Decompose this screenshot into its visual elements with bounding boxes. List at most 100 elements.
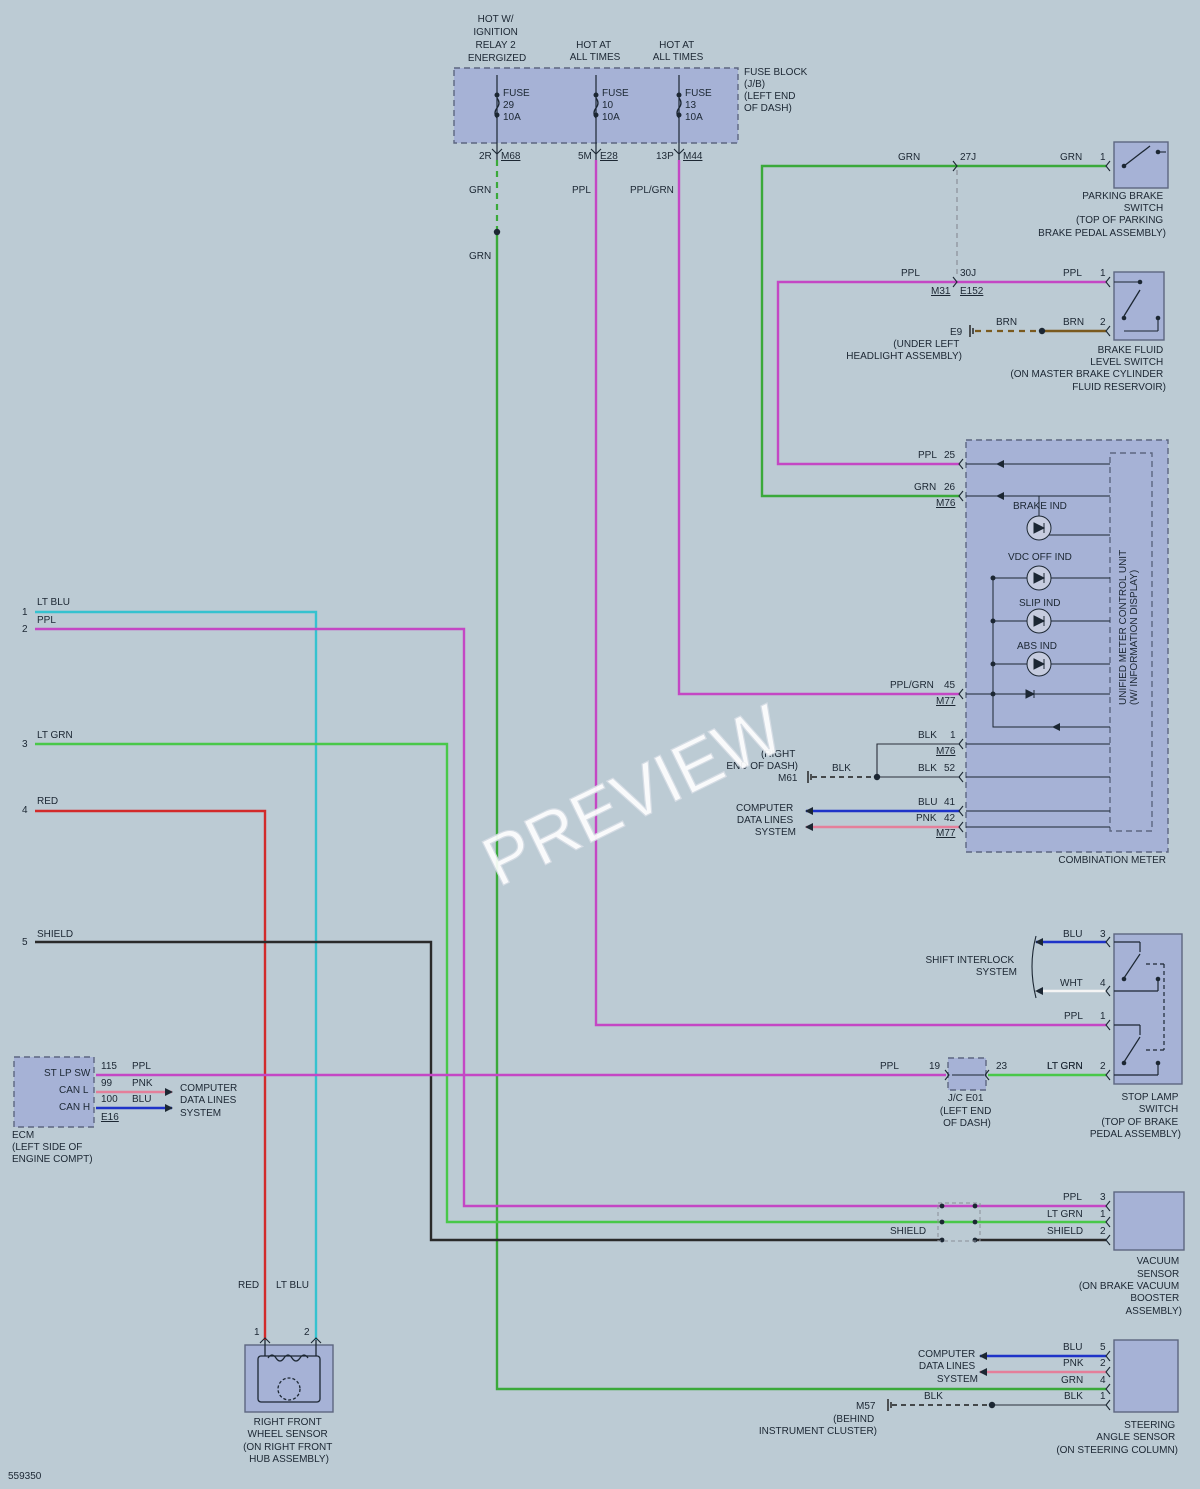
watermark: PREVIEW (471, 690, 795, 902)
label-pplgrn-fuse13: PPL/GRN (630, 185, 674, 196)
meter-pin1: 1 (950, 730, 956, 741)
fluid-brn1: BRN (996, 317, 1017, 328)
stop-pin2-wire: LT GRN (1047, 1061, 1083, 1072)
vac-pin1-wire: LT GRN (1047, 1209, 1083, 1220)
ecm-computer: COMPUTER DATA LINES SYSTEM (180, 1083, 240, 1119)
fuse-block: HOT W/ IGNITION RELAY 2 ENERGIZED HOT AT… (453, 14, 808, 162)
jc-wire-out: LT GRN (1047, 1061, 1083, 1072)
led-brake-ind-icon (1026, 515, 1052, 541)
meter-computer: COMPUTER DATA LINES SYSTEM (736, 803, 796, 838)
meter-pin41-wire: BLU (918, 797, 937, 808)
meter-pin45: 45 (944, 680, 956, 691)
fluid-conn-a: M31 (931, 286, 951, 297)
meter-unit-label: UNIFIED METER CONTROL UNIT (W/ INFORMATI… (1118, 547, 1140, 705)
wheel-sensor: RED LT BLU 1 2 RIGHT FRONT WHEEL SENSOR … (238, 1280, 335, 1465)
wheel-pin2: 2 (304, 1327, 310, 1338)
meter-pin41: 41 (944, 797, 956, 808)
vac-pin3-wire: PPL (1063, 1192, 1082, 1203)
ecm-row-2-wire: PNK (132, 1078, 153, 1089)
jc-pin-in: 19 (929, 1061, 941, 1072)
meter-pin45-conn: M77 (936, 696, 956, 707)
ecm-row-2-pin: 99 (101, 1078, 113, 1089)
meter-pin26-wire: GRN (914, 482, 936, 493)
meter-ind-vdc: VDC OFF IND (1008, 552, 1072, 563)
steer-pin4-wire: GRN (1061, 1375, 1083, 1386)
meter-pin25-wire: PPL (918, 450, 937, 461)
harness-wire-3: LT GRN (37, 730, 73, 741)
combination-meter: UNIFIED METER CONTROL UNIT (W/ INFORMATI… (726, 439, 1169, 866)
wheel-wire2: LT BLU (276, 1280, 309, 1291)
harness-num-2: 2 (22, 624, 28, 635)
wire-ppl-fuse10-stoplamp (594, 160, 1106, 1027)
vac-pin2-wire: SHIELD (1047, 1226, 1083, 1237)
vacuum-sensor: PPL 3 LT GRN 1 SHIELD 2 SHIELD VACUUM SE… (890, 1191, 1185, 1317)
wire-pplgrn-fuse13-meter (677, 160, 960, 696)
jc-wire-in: PPL (880, 1061, 899, 1072)
parking-splice: 27J (960, 152, 976, 163)
fluid-conn-b: E152 (960, 286, 984, 297)
meter-pin52: 52 (944, 763, 956, 774)
meter-pin45-wire: PPL/GRN (890, 680, 934, 691)
label-grn-fuse29: GRN (469, 185, 491, 196)
vacuum-label: VACUUM SENSOR (ON BRAKE VACUUM BOOSTER A… (1079, 1256, 1182, 1317)
steering-angle-sensor: COMPUTER DATA LINES SYSTEM BLU 5 PNK 2 G… (759, 1339, 1179, 1456)
fuse13-header: HOT AT ALL TIMES (653, 40, 704, 63)
shift-interlock: SHIFT INTERLOCK SYSTEM (926, 955, 1018, 978)
meter-ind-abs: ABS IND (1017, 641, 1057, 652)
fuse13-pin: 13P (656, 151, 674, 162)
fuse29-pin: 2R (479, 151, 492, 162)
ground-m57-icon (887, 1399, 892, 1411)
vac-shield-left: SHIELD (890, 1226, 926, 1237)
meter-ind-slip: SLIP IND (1019, 598, 1061, 609)
harness-num-3: 3 (22, 739, 28, 750)
stop-pin1-wire: PPL (1064, 1011, 1083, 1022)
vac-pin3: 3 (1100, 1192, 1106, 1203)
wire-grn-fuse29-steering (495, 232, 1106, 1391)
parking-wire-right: GRN (1060, 152, 1082, 163)
vac-pin1: 1 (1100, 1209, 1106, 1220)
ecm-row-3-wire: BLU (132, 1094, 151, 1105)
wire-grn-parking-meter (760, 164, 1106, 498)
ecm-row-2-name: CAN L (59, 1085, 89, 1096)
fuse29-conn: M68 (501, 151, 521, 162)
fuse29-label: FUSE 29 10A (503, 88, 532, 123)
harness-wire-1: LT BLU (37, 597, 70, 608)
stop-lamp-switch: SHIFT INTERLOCK SYSTEM BLU 3 WHT 4 PPL 1… (926, 929, 1183, 1140)
switch-icon (1121, 145, 1166, 169)
harness-num-1: 1 (22, 607, 28, 618)
fuse10-label: FUSE 10 10A (602, 88, 631, 123)
led-slip-ind-icon (1026, 608, 1052, 634)
steer-ground-wire: BLK (924, 1391, 943, 1402)
stop-lamp-label: STOP LAMP SWITCH (TOP OF BRAKE PEDAL ASS… (1090, 1092, 1181, 1140)
steer-pin5: 5 (1100, 1342, 1106, 1353)
wheel-label: RIGHT FRONT WHEEL SENSOR (ON RIGHT FRONT… (243, 1417, 335, 1465)
meter-pin1-wire: BLK (918, 730, 937, 741)
meter-pin42-wire: PNK (916, 813, 937, 824)
steer-computer: COMPUTER DATA LINES SYSTEM (918, 1349, 978, 1385)
diode-icon (996, 460, 1004, 468)
steer-pin2: 2 (1100, 1358, 1106, 1369)
led-icons (996, 460, 1060, 731)
steering-label: STEERING ANGLE SENSOR (ON STEERING COLUM… (1056, 1420, 1178, 1456)
parking-label: PARKING BRAKE SWITCH (TOP OF PARKING BRA… (1038, 191, 1166, 239)
fluid-wire-left: PPL (901, 268, 920, 279)
fuse29-header: HOT W/ IGNITION RELAY 2 ENERGIZED (468, 14, 526, 64)
wire-ltgrn-left (35, 742, 1106, 1224)
parking-wire-left: GRN (898, 152, 920, 163)
meter-pin1-conn: M76 (936, 746, 956, 757)
led-abs-ind-icon (1026, 651, 1052, 677)
meter-pin25: 25 (944, 450, 956, 461)
diode-icon (1052, 723, 1060, 731)
steer-ground: M57 (856, 1401, 876, 1412)
steer-pin1-wire: BLK (1064, 1391, 1083, 1402)
ground-e9-icon (969, 325, 974, 337)
stop-pin4: 4 (1100, 978, 1106, 989)
fluid-ground: E9 (950, 327, 963, 338)
meter-pin42: 42 (944, 813, 956, 824)
fluid-ground-note: (UNDER LEFT HEADLIGHT ASSEMBLY) (846, 339, 962, 362)
ecm-label: ECM (LEFT SIDE OF ENGINE COMPT) (12, 1130, 93, 1165)
meter-ground-note: (RIGHT END OF DASH) (726, 749, 798, 772)
steer-pin1: 1 (1100, 1391, 1106, 1402)
ecm-conn: E16 (101, 1112, 119, 1123)
